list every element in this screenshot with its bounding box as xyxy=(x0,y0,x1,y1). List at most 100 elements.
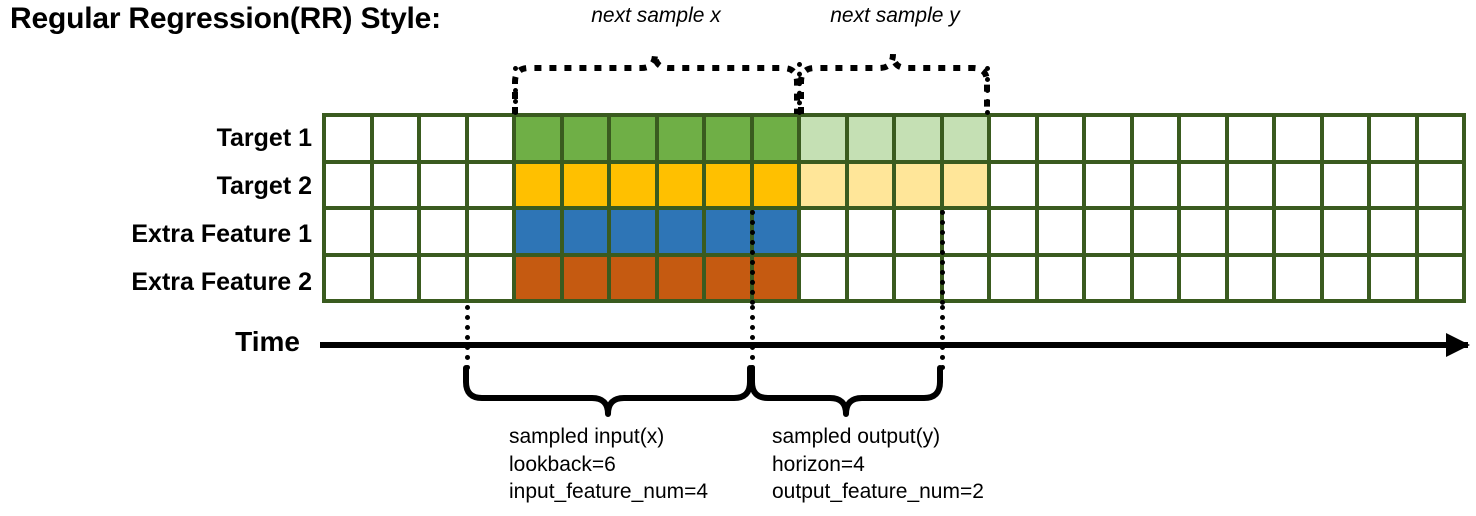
grid-cell-target-1-17-empty xyxy=(1133,117,1177,160)
sampled-input-line-2: lookback=6 xyxy=(509,452,616,476)
grid-cell-extra-feature-1-10-empty xyxy=(801,210,845,253)
grid-cell-extra-feature-1-8-input xyxy=(706,210,750,253)
grid-cell-extra-feature-1-1-empty xyxy=(373,210,417,253)
grid-cell-extra-feature-1-3-empty xyxy=(468,210,512,253)
grid-cell-extra-feature-2-20-empty xyxy=(1276,256,1320,299)
grid-row-extra-feature-1 xyxy=(326,210,1462,253)
grid-cell-extra-feature-2-18-empty xyxy=(1181,256,1225,299)
grid-cell-extra-feature-1-9-input xyxy=(753,210,797,253)
grid-cell-target-1-10-output xyxy=(801,117,845,160)
guide-input-end-rows xyxy=(750,210,755,305)
label-next-sample-y: next sample y xyxy=(830,4,960,27)
grid-cell-extra-feature-2-7-input xyxy=(658,256,702,299)
grid-cell-target-2-12-output xyxy=(896,163,940,206)
grid-cell-target-1-20-empty xyxy=(1276,117,1320,160)
grid-cell-target-1-9-input xyxy=(753,117,797,160)
grid-cell-target-1-14-empty xyxy=(991,117,1035,160)
grid-cell-target-1-19-empty xyxy=(1228,117,1272,160)
timeseries-grid xyxy=(322,113,1466,303)
grid-cell-extra-feature-1-23-empty xyxy=(1418,210,1462,253)
annotation-sampled-output: sampled output(y) horizon=4 output_featu… xyxy=(772,423,984,506)
grid-cell-extra-feature-2-9-input xyxy=(753,256,797,299)
grid-cell-extra-feature-2-0-empty xyxy=(326,256,370,299)
grid-cell-extra-feature-2-14-empty xyxy=(991,256,1035,299)
row-label-column: Target 1 Target 2 Extra Feature 1 Extra … xyxy=(10,0,312,516)
grid-cell-target-2-19-empty xyxy=(1228,163,1272,206)
grid-cell-target-2-13-output xyxy=(943,163,987,206)
guide-input-end-top xyxy=(797,62,802,115)
grid-cell-target-2-18-empty xyxy=(1181,163,1225,206)
grid-cell-target-1-4-input xyxy=(516,117,560,160)
grid-cell-target-2-5-input xyxy=(563,163,607,206)
grid-cell-extra-feature-1-18-empty xyxy=(1181,210,1225,253)
sampled-input-line-3: input_feature_num=4 xyxy=(509,480,709,504)
grid-cell-target-1-22-empty xyxy=(1371,117,1415,160)
grid-cell-target-1-13-output xyxy=(943,117,987,160)
grid-cell-extra-feature-1-12-empty xyxy=(896,210,940,253)
grid-cell-extra-feature-2-12-empty xyxy=(896,256,940,299)
grid-cell-target-2-11-output xyxy=(848,163,892,206)
grid-cell-target-2-14-empty xyxy=(991,163,1035,206)
grid-cell-target-2-20-empty xyxy=(1276,163,1320,206)
grid-cell-target-2-0-empty xyxy=(326,163,370,206)
grid-cell-target-2-6-input xyxy=(611,163,655,206)
annotation-sampled-input: sampled input(x) lookback=6 input_featur… xyxy=(509,423,708,506)
guide-input-start-top xyxy=(513,66,518,115)
grid-cell-target-1-12-output xyxy=(896,117,940,160)
grid-cell-extra-feature-2-17-empty xyxy=(1133,256,1177,299)
grid-cell-extra-feature-2-15-empty xyxy=(1038,256,1082,299)
grid-cell-extra-feature-2-2-empty xyxy=(421,256,465,299)
grid-cell-extra-feature-2-3-empty xyxy=(468,256,512,299)
grid-cell-extra-feature-1-13-empty xyxy=(943,210,987,253)
grid-cell-target-1-18-empty xyxy=(1181,117,1225,160)
grid-cell-extra-feature-2-23-empty xyxy=(1418,256,1462,299)
grid-cell-target-1-15-empty xyxy=(1038,117,1082,160)
grid-cell-target-1-23-empty xyxy=(1418,117,1462,160)
grid-cell-extra-feature-1-6-input xyxy=(611,210,655,253)
grid-cell-extra-feature-2-11-empty xyxy=(848,256,892,299)
grid-cell-target-2-22-empty xyxy=(1371,163,1415,206)
grid-cell-target-2-10-output xyxy=(801,163,845,206)
grid-cell-extra-feature-1-4-input xyxy=(516,210,560,253)
guide-output-end-top xyxy=(985,66,990,115)
grid-cell-extra-feature-1-14-empty xyxy=(991,210,1035,253)
grid-cell-extra-feature-1-0-empty xyxy=(326,210,370,253)
grid-cell-target-2-4-input xyxy=(516,163,560,206)
sampled-input-line-1: sampled input(x) xyxy=(509,425,665,448)
grid-cell-target-1-21-empty xyxy=(1323,117,1367,160)
grid-cell-target-1-8-input xyxy=(706,117,750,160)
grid-cell-extra-feature-1-5-input xyxy=(563,210,607,253)
time-axis-arrow xyxy=(320,333,1470,357)
row-label-target-2: Target 2 xyxy=(216,172,312,200)
grid-cell-target-2-1-empty xyxy=(373,163,417,206)
grid-cell-target-2-2-empty xyxy=(421,163,465,206)
grid-cell-extra-feature-1-22-empty xyxy=(1371,210,1415,253)
grid-cell-extra-feature-2-8-input xyxy=(706,256,750,299)
grid-cell-extra-feature-1-7-input xyxy=(658,210,702,253)
grid-cell-target-1-6-input xyxy=(611,117,655,160)
grid-cell-extra-feature-2-4-input xyxy=(516,256,560,299)
sampled-output-line-2: horizon=4 xyxy=(772,452,865,476)
brace-next-sample-y xyxy=(798,53,990,114)
sampled-output-line-3: output_feature_num=2 xyxy=(772,480,984,504)
grid-cell-extra-feature-1-11-empty xyxy=(848,210,892,253)
sampled-output-line-1: sampled output(y) xyxy=(772,425,941,448)
grid-cell-target-1-3-empty xyxy=(468,117,512,160)
label-next-sample-x: next sample x xyxy=(591,4,721,27)
grid-cell-target-2-7-input xyxy=(658,163,702,206)
grid-cell-extra-feature-2-5-input xyxy=(563,256,607,299)
grid-row-extra-feature-2 xyxy=(326,256,1462,299)
guide-input-start-axis xyxy=(465,305,470,370)
grid-cell-extra-feature-2-21-empty xyxy=(1323,256,1367,299)
grid-cell-extra-feature-2-1-empty xyxy=(373,256,417,299)
row-label-target-1: Target 1 xyxy=(216,124,312,152)
grid-cell-extra-feature-1-20-empty xyxy=(1276,210,1320,253)
grid-cell-extra-feature-2-16-empty xyxy=(1086,256,1130,299)
grid-cell-extra-feature-1-19-empty xyxy=(1228,210,1272,253)
grid-cell-target-1-1-empty xyxy=(373,117,417,160)
grid-cell-extra-feature-2-10-empty xyxy=(801,256,845,299)
grid-cell-target-1-7-input xyxy=(658,117,702,160)
grid-cell-extra-feature-1-2-empty xyxy=(421,210,465,253)
grid-cell-target-2-9-input xyxy=(753,163,797,206)
